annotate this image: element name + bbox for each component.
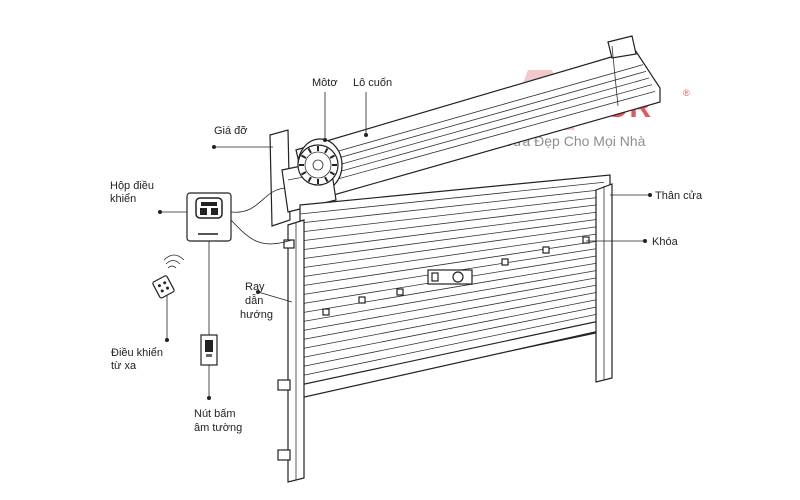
motor (297, 144, 339, 186)
remote-control-icon (152, 275, 175, 299)
leader-lines (158, 92, 652, 400)
door-slat (299, 305, 605, 368)
door-slat (299, 189, 605, 224)
door-slat (299, 312, 605, 377)
door-slat (299, 203, 605, 242)
label-motor: Môtơ (312, 77, 338, 89)
door-slat (299, 232, 605, 278)
door-slat (299, 283, 605, 341)
door-slat (299, 218, 605, 260)
door-slat (299, 196, 605, 233)
door-slat (299, 268, 605, 323)
slat-fastener (358, 296, 366, 304)
door-slat (299, 210, 605, 251)
label-lock: Khóa (652, 236, 679, 248)
label-wall-button-2: âm tường (194, 422, 242, 434)
part-labels: Môtơ Lô cuốn Giá đỡ Hộp điều khiển Điều … (110, 77, 703, 434)
label-roller: Lô cuốn (353, 77, 392, 89)
door-body (299, 174, 611, 399)
drum-ridge (303, 70, 647, 169)
label-wall-button-1: Nút bấm (194, 408, 236, 420)
slat-fastener (582, 236, 590, 244)
door-slat (299, 239, 605, 287)
label-remote-1: Điều khiển (111, 347, 163, 359)
guide-rail-right (595, 183, 613, 383)
slat-fastener (322, 308, 330, 316)
label-rail-2: dẫn (245, 294, 263, 307)
label-rail-3: hướng (240, 309, 273, 321)
slat-fastener (396, 288, 404, 296)
drum-ridge (301, 64, 644, 162)
door-slat (299, 261, 605, 314)
label-control-box-2: khiển (110, 193, 136, 205)
label-control-box-1: Hộp điều (110, 180, 154, 192)
door-slat (299, 290, 605, 350)
label-remote-2: từ xa (111, 360, 137, 372)
gear-icon (299, 146, 337, 184)
remote (152, 254, 185, 299)
slat-fastener (542, 246, 550, 254)
door-slat (299, 297, 605, 359)
slat-fasteners (322, 236, 590, 316)
label-bracket: Giá đỡ (214, 125, 248, 137)
label-rail-1: Ray (245, 281, 265, 293)
control-box (186, 192, 232, 242)
door-slat (299, 225, 605, 269)
drum-ridge (309, 90, 656, 188)
drum-ridge (305, 77, 650, 175)
roller-drum (295, 35, 661, 197)
wall-switch (200, 241, 218, 366)
guide-rail-left (277, 219, 305, 483)
door-slat (299, 276, 605, 332)
registered-mark: ® (683, 88, 690, 98)
label-door-body: Thân cửa (655, 190, 703, 202)
slat-fastener (501, 258, 509, 266)
door-slat (299, 181, 605, 215)
drum-ridge (307, 84, 653, 181)
lock (427, 269, 473, 285)
